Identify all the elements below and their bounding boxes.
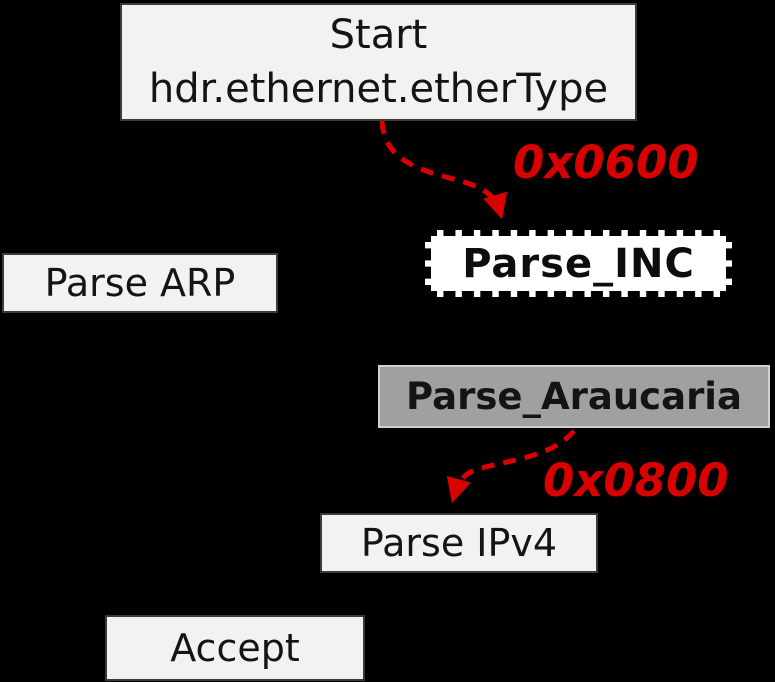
node-parse-ipv4-label: Parse IPv4 [360, 521, 558, 565]
node-start: Start hdr.ethernet.etherType [120, 3, 637, 121]
node-start-field: hdr.ethernet.etherType [148, 66, 609, 112]
node-accept-label: Accept [170, 626, 300, 670]
node-parse-ipv4: Parse IPv4 [320, 513, 598, 573]
node-parse-araucaria-label: Parse_Araucaria [406, 375, 742, 418]
node-parse-inc-label: Parse_INC [462, 240, 695, 287]
edge-label-0x0800: 0x0800 [543, 454, 729, 507]
edge-0x0600-arrow [379, 120, 508, 220]
node-parse-arp-label: Parse ARP [44, 261, 236, 305]
node-parse-araucaria: Parse_Araucaria [378, 365, 770, 428]
node-parse-arp: Parse ARP [2, 253, 278, 313]
edge-label-0x0600: 0x0600 [513, 136, 699, 189]
node-accept: Accept [105, 615, 365, 681]
node-start-title: Start [329, 12, 428, 58]
node-parse-inc: Parse_INC [425, 230, 732, 297]
